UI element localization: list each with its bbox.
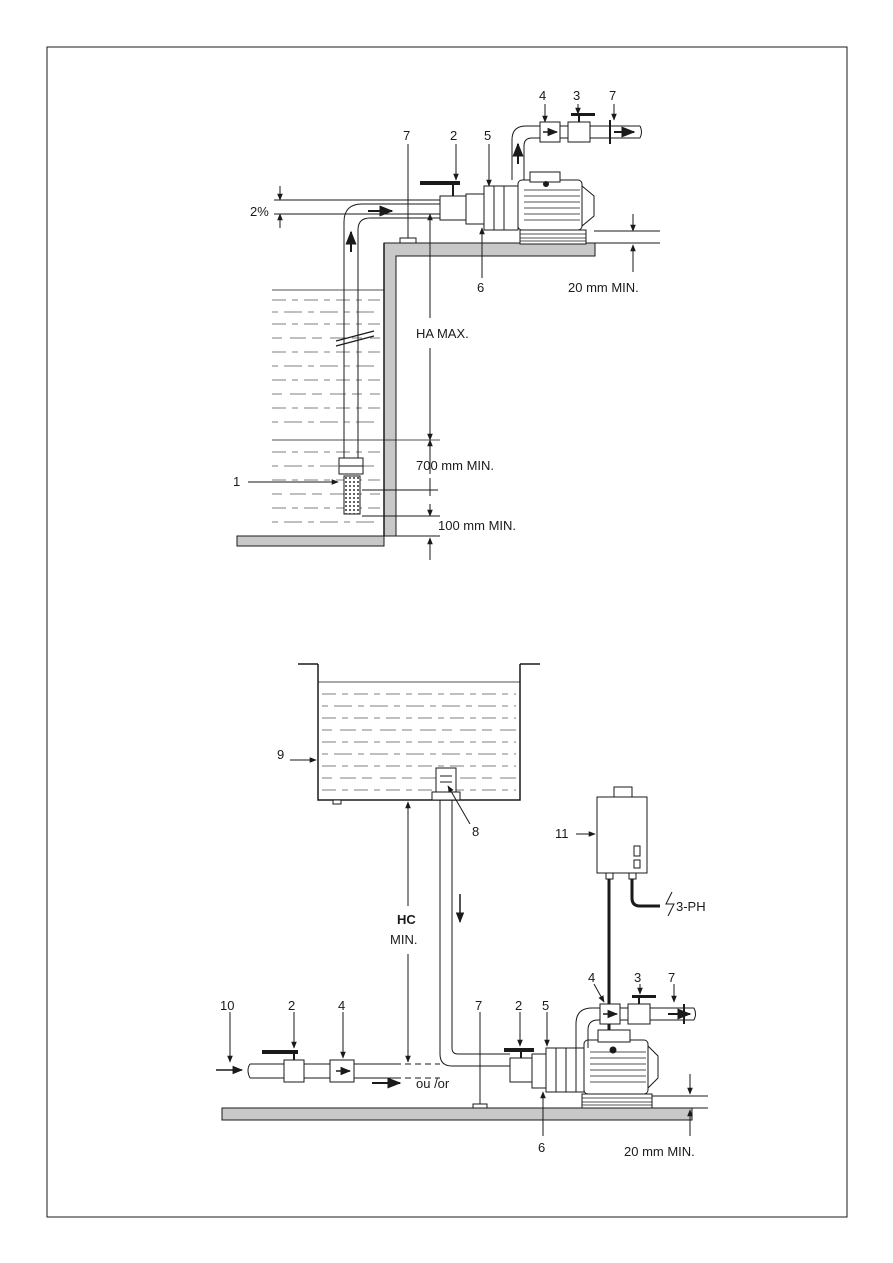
dim-700-label: 700 mm MIN.	[416, 458, 494, 473]
tank-outlet-strainer	[431, 767, 461, 801]
bottom-ground	[221, 1107, 693, 1121]
bottom-callout-3: 3	[634, 970, 641, 985]
bottom-dim-20-label: 20 mm MIN.	[624, 1144, 695, 1159]
hc-label: HC	[397, 912, 416, 927]
top-callout-5: 5	[484, 128, 491, 143]
bottom-callout-2-pump: 2	[515, 998, 522, 1013]
bottom-callout-4-outlet: 4	[588, 970, 595, 985]
top-callout-2: 2	[450, 128, 457, 143]
bottom-diagram: 9 8 11 10 2 4 7 2 5 6 4 3 7 HC MIN. ou /…	[216, 663, 708, 1159]
hc-min-label: MIN.	[390, 932, 417, 947]
bottom-callout-4-inlet: 4	[338, 998, 345, 1013]
top-callout-4: 4	[539, 88, 546, 103]
top-callout-6: 6	[477, 280, 484, 295]
pump-gate-valve	[504, 1048, 534, 1083]
bottom-down-pipe	[439, 800, 510, 1067]
control-panel	[596, 786, 675, 1036]
bottom-callout-5: 5	[542, 998, 549, 1013]
bottom-callout-8: 8	[472, 824, 479, 839]
top-gate-valve	[420, 181, 467, 221]
top-water	[272, 289, 440, 523]
top-suction-pipe	[335, 203, 440, 460]
head-max-label: HA MAX.	[416, 326, 469, 341]
tank	[298, 663, 540, 805]
bottom-callout-9: 9	[277, 747, 284, 762]
bottom-callout-7-outlet: 7	[668, 970, 675, 985]
bottom-pipe-support	[472, 1054, 488, 1109]
inlet-gate-valve	[262, 1050, 305, 1083]
power-3ph-label: 3-PH	[676, 899, 706, 914]
tank-water	[318, 681, 520, 791]
bottom-outlet-valve	[627, 995, 656, 1025]
bottom-pump	[531, 1029, 659, 1109]
bottom-callout-11: 11	[555, 826, 569, 841]
top-callout-1: 1	[233, 474, 240, 489]
page-border	[46, 46, 848, 1218]
top-discharge-pipe	[511, 125, 540, 180]
bottom-callout-10: 10	[220, 998, 234, 1013]
top-ground	[236, 242, 596, 547]
foot-valve-strainer	[338, 457, 364, 515]
bottom-discharge-pipe	[575, 1007, 600, 1048]
top-callout-7-support: 7	[403, 128, 410, 143]
top-diagram: 4 3 7 7 2 5 6 1 2% HA MAX. 700 mm MIN. 1…	[233, 88, 660, 560]
bottom-callout-7-support: 7	[475, 998, 482, 1013]
top-outlet-valve	[567, 113, 595, 143]
top-outlet-pipe	[560, 120, 642, 144]
bottom-inlet-pipe	[247, 1063, 510, 1079]
ou-or-label: ou /or	[416, 1076, 450, 1091]
slope-label: 2%	[250, 204, 269, 219]
bottom-callout-2-inlet: 2	[288, 998, 295, 1013]
inlet-check-valve	[329, 1059, 355, 1083]
bottom-check-valve	[599, 1003, 621, 1025]
bottom-callout-6: 6	[538, 1140, 545, 1155]
top-dim-20-label: 20 mm MIN.	[568, 280, 639, 295]
top-pipe-support	[399, 188, 417, 244]
top-callout-7-outlet: 7	[609, 88, 616, 103]
top-pump	[465, 171, 595, 245]
dim-100-label: 100 mm MIN.	[438, 518, 516, 533]
top-check-valve	[539, 121, 561, 143]
top-callout-3: 3	[573, 88, 580, 103]
